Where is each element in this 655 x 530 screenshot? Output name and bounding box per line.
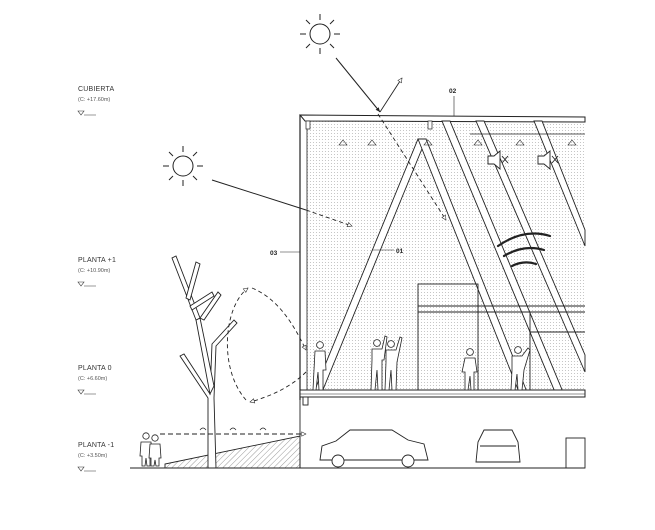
- callout-03: 03: [270, 250, 300, 257]
- person-figure: [148, 434, 162, 467]
- person-figure: [312, 341, 327, 391]
- person-figure: [510, 346, 531, 391]
- people: [312, 335, 531, 391]
- speaker-muted-icon: [537, 150, 559, 170]
- level-cubierta-name: CUBIERTA: [78, 86, 114, 93]
- sun-icon: [300, 14, 340, 54]
- mezzanine-frame: [417, 283, 585, 393]
- person-figure: [461, 348, 478, 391]
- level-planta-1-elevation: (C: +10.90m): [78, 268, 110, 274]
- flow-arrows: [160, 57, 447, 434]
- level-planta-minus-1-name: PLANTA -1: [78, 442, 114, 449]
- level-marker-icon: [77, 466, 85, 472]
- tree-icon: [171, 255, 238, 469]
- exterior-ground: [130, 435, 301, 469]
- sound-waves-icon: [496, 232, 552, 268]
- person-figure: [370, 335, 388, 391]
- lamps: [338, 133, 585, 146]
- callout-03-label: 03: [270, 250, 278, 257]
- level-planta-minus-1: PLANTA -1 (C: +3.50m): [77, 442, 114, 472]
- level-marker-icon: [77, 281, 85, 287]
- building-section: [298, 114, 586, 469]
- callout-01-label: 01: [396, 248, 404, 255]
- level-planta-0-name: PLANTA 0: [78, 365, 112, 372]
- callout-02-label: 02: [449, 88, 457, 95]
- level-cubierta: CUBIERTA (C: +17.60m): [77, 86, 114, 116]
- level-planta-1-name: PLANTA +1: [78, 257, 116, 264]
- level-marker-icon: [77, 110, 85, 116]
- level-cubierta-elevation: (C: +17.60m): [78, 97, 110, 103]
- exterior-people: [139, 432, 162, 467]
- parking-level: [299, 396, 586, 469]
- level-planta-0: PLANTA 0 (C: +6.60m): [77, 365, 112, 395]
- level-planta-0-elevation: (C: +6.60m): [78, 376, 107, 382]
- level-planta-minus-1-elevation: (C: +3.50m): [78, 453, 107, 459]
- car-icon: [319, 429, 429, 461]
- speaker-muted-icon: [487, 150, 509, 170]
- sun-icon: [163, 146, 203, 186]
- callout-02: 02: [449, 88, 457, 116]
- level-planta-1: PLANTA +1 (C: +10.90m): [77, 257, 116, 287]
- level-marker-icon: [77, 389, 85, 395]
- callout-01: 01: [372, 248, 404, 255]
- a-frame-structure: [313, 120, 586, 393]
- person-figure: [384, 336, 403, 391]
